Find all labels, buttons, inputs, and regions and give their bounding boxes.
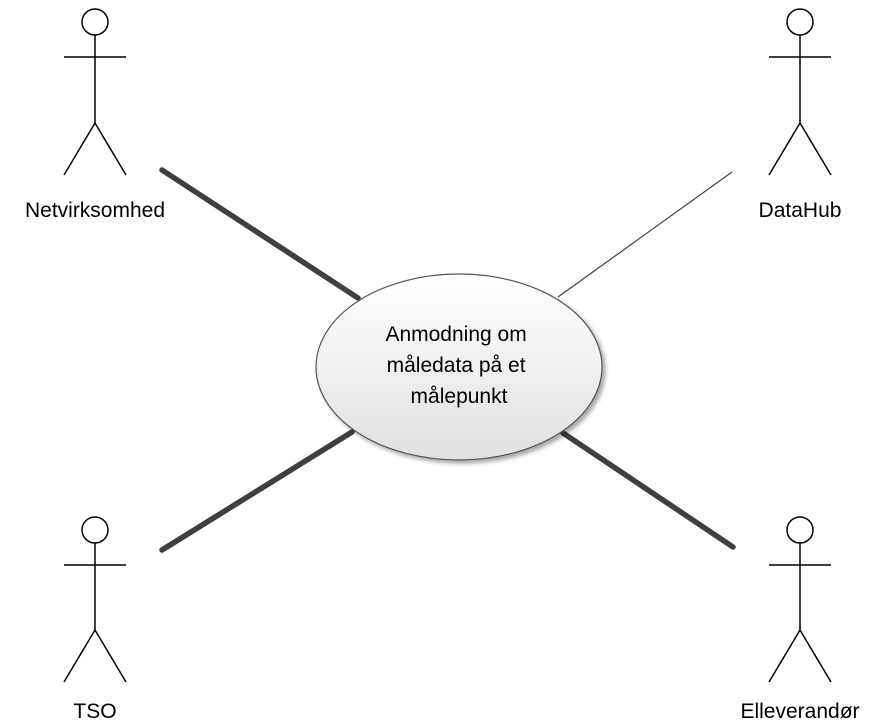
association-elleverandor <box>560 430 736 550</box>
use-case-ellipse[interactable] <box>315 273 603 461</box>
stick-figure-icon <box>768 516 832 683</box>
svg-text:Anmodning om måledata på: Anmodning om måledata på et målepunkt <box>385 323 532 408</box>
association-datahub <box>557 171 733 298</box>
actor-label-datahub: DataHub <box>759 199 842 222</box>
use-case-line-3: målepunkt <box>411 385 508 408</box>
stick-figure-icon <box>768 8 832 176</box>
association-netvirksomhed <box>159 167 361 301</box>
actor-netvirksomhed[interactable]: Netvirksomhed <box>25 8 165 222</box>
stick-figure-icon <box>63 516 127 683</box>
actor-elleverandor[interactable]: Elleverandør <box>740 516 860 722</box>
use-case-line-2: måledata på et <box>387 354 526 377</box>
use-case[interactable]: Anmodning om måledata på et målepunkt <box>315 273 603 461</box>
actor-label-elleverandor: Elleverandør <box>740 700 859 722</box>
actor-tso[interactable]: TSO <box>63 516 127 722</box>
actor-label-netvirksomhed: Netvirksomhed <box>25 199 165 222</box>
actor-label-tso: TSO <box>73 700 116 722</box>
stick-figure-icon <box>63 8 127 176</box>
association-tso <box>159 429 355 553</box>
use-case-line-1: Anmodning om <box>385 323 526 346</box>
actor-datahub[interactable]: DataHub <box>759 8 842 222</box>
